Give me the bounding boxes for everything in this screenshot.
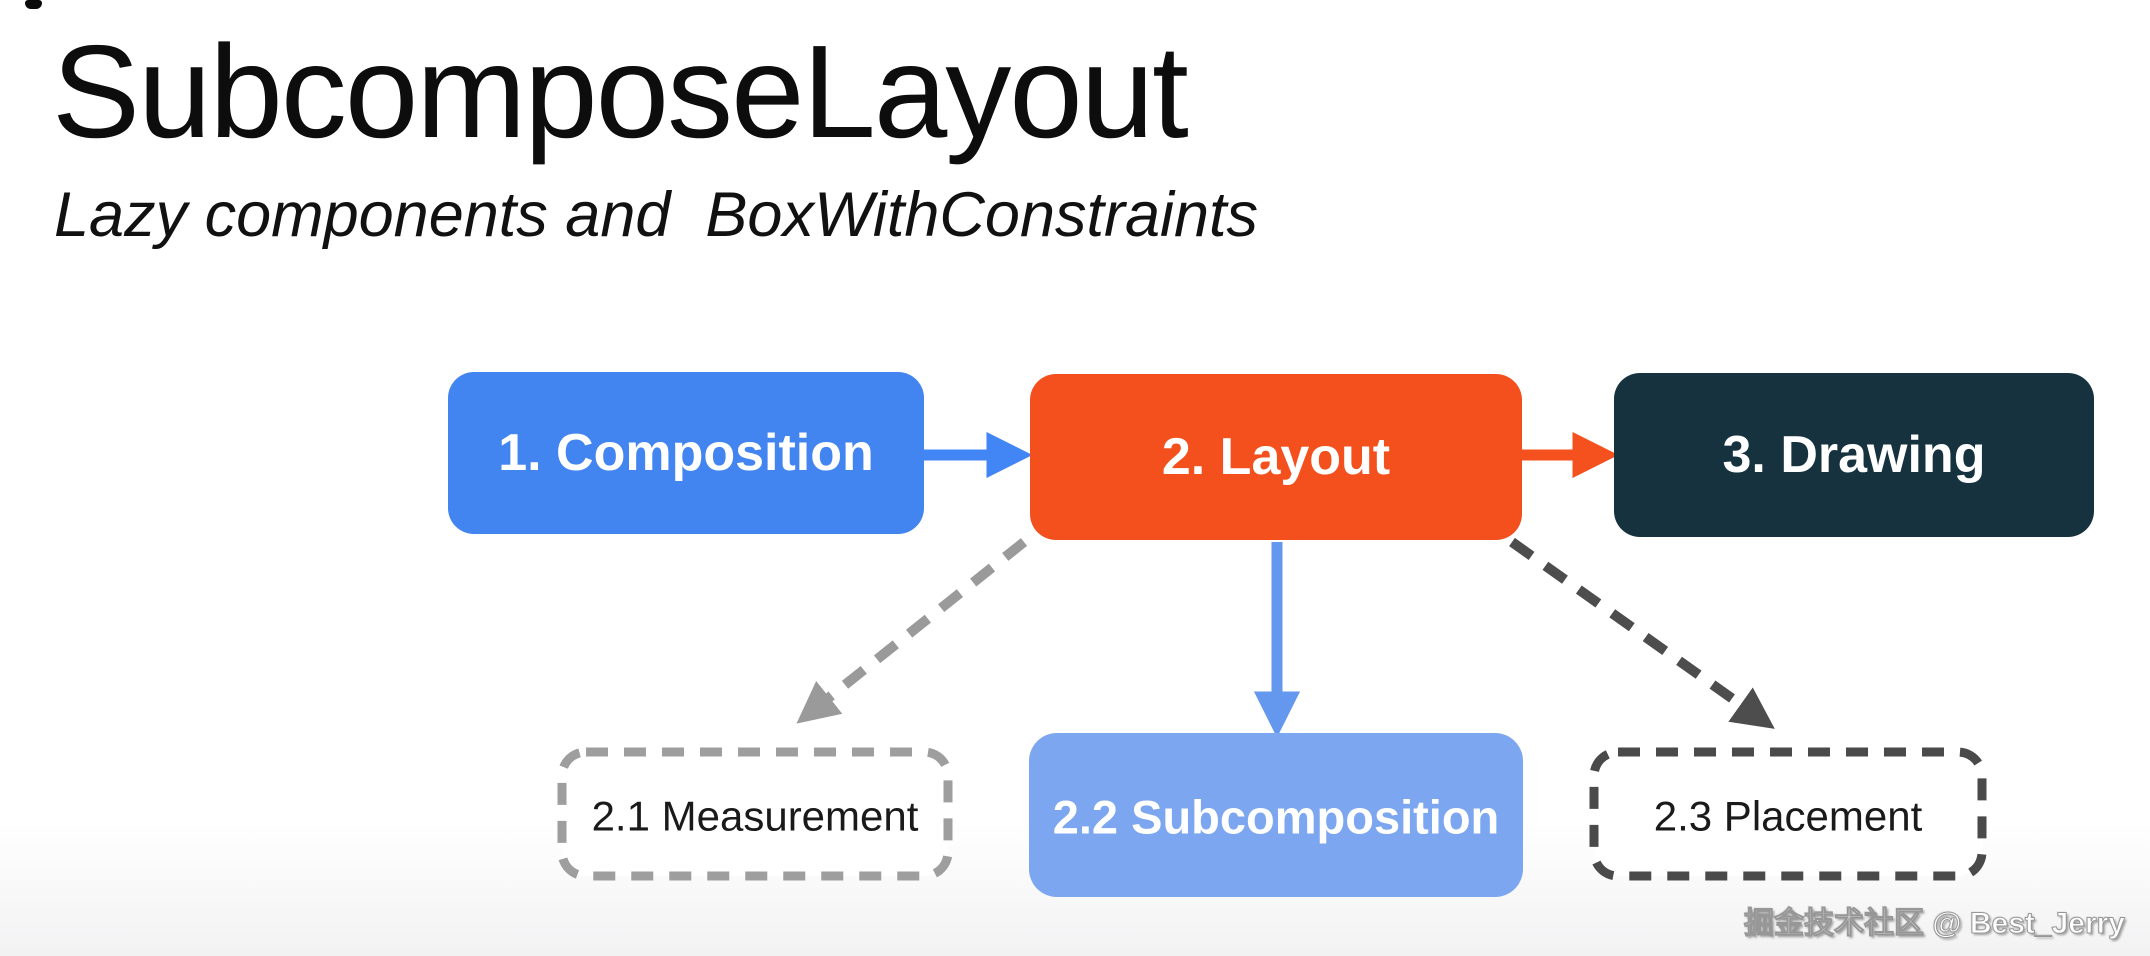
node-drawing-label: 3. Drawing [1723, 426, 1986, 484]
node-placement-label: 2.3 Placement [1654, 793, 1923, 840]
node-layout-box [1030, 374, 1522, 540]
node-placement-box [1589, 747, 1987, 881]
edge-layout-to-placement [1509, 537, 1775, 729]
node-measurement-box [557, 747, 953, 881]
node-subcomposition-box [1029, 733, 1523, 897]
page-subtitle: Lazy components and BoxWithConstraints [54, 180, 1259, 250]
node-composition-label: 1. Composition [498, 424, 874, 482]
node-composition-box [448, 372, 924, 534]
edge-layout-to-measurement [796, 538, 1028, 724]
node-drawing-box [1614, 373, 2094, 537]
node-drawing: 3. Drawing [1614, 373, 2094, 537]
node-composition: 1. Composition [448, 372, 924, 534]
watermark: 掘金技术社区 @ Best_Jerry [1743, 907, 2125, 941]
node-subcomposition-label: 2.2 Subcomposition [1053, 791, 1500, 844]
node-subcomposition: 2.2 Subcomposition [1029, 733, 1523, 897]
page-title: SubcomposeLayout [52, 18, 1189, 165]
corner-artifact [25, 0, 42, 9]
node-measurement-label: 2.1 Measurement [592, 793, 919, 840]
node-measurement: 2.1 Measurement [557, 747, 953, 881]
node-placement: 2.3 Placement [1589, 747, 1987, 881]
node-layout: 2. Layout [1030, 374, 1522, 540]
node-layout-label: 2. Layout [1162, 428, 1390, 486]
